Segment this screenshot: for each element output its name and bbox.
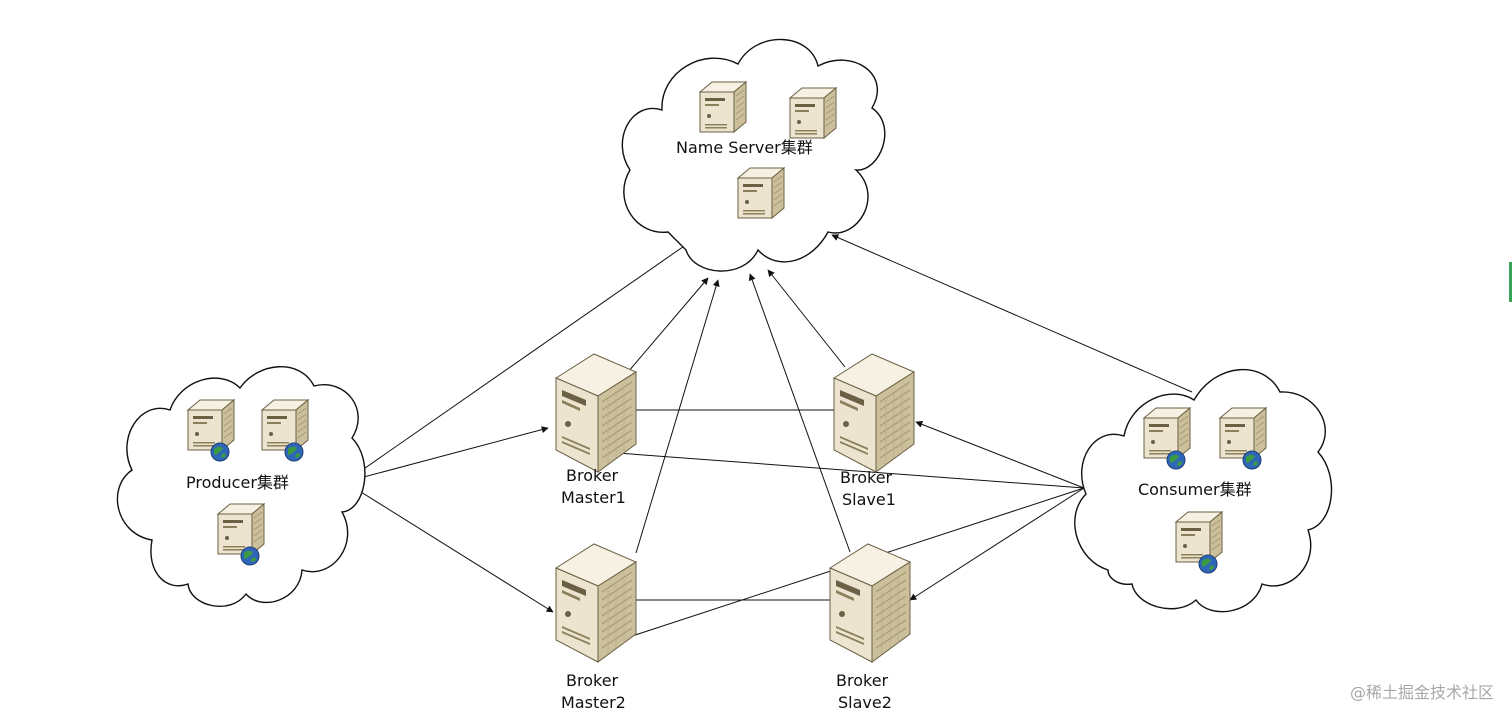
broker-slave1-server-icon bbox=[833, 353, 915, 473]
broker-master1-server-icon bbox=[555, 353, 637, 473]
consumer-label: Consumer集群 bbox=[1138, 480, 1252, 499]
broker-master2: Broker Master2 bbox=[555, 543, 637, 712]
consumer-cloud bbox=[1074, 369, 1333, 613]
broker-master2-label-line2: Master2 bbox=[561, 693, 626, 712]
broker-master1: Broker Master1 bbox=[555, 353, 637, 507]
edge-producer-master1 bbox=[344, 426, 549, 483]
producer-globe-icon-3 bbox=[240, 546, 260, 566]
producer-label: Producer集群 bbox=[186, 473, 289, 492]
broker-slave2: Broker Slave2 bbox=[829, 543, 911, 712]
edge-consumer-slave2 bbox=[909, 487, 1085, 601]
producer-cluster: Producer集群 bbox=[116, 366, 366, 608]
nameserver-cluster: Name Server集群 bbox=[621, 38, 886, 272]
edges-layer bbox=[344, 234, 1193, 642]
producer-server-icon-2 bbox=[261, 399, 309, 451]
edge-master2-nameserver bbox=[635, 279, 720, 554]
producer-server-icon-1 bbox=[187, 399, 235, 451]
consumer-globe-icon-3 bbox=[1198, 554, 1218, 574]
broker-slave2-label-line2: Slave2 bbox=[838, 693, 892, 712]
consumer-cluster: Consumer集群 bbox=[1074, 369, 1333, 613]
broker-slave2-server-icon bbox=[829, 543, 911, 663]
broker-master1-label-line1: Broker bbox=[566, 466, 619, 485]
nameserver-server-icon-2 bbox=[789, 87, 837, 139]
edge-slave2-nameserver bbox=[748, 273, 851, 553]
broker-slave1-label-line1: Broker bbox=[840, 468, 893, 487]
broker-slave2-label-line1: Broker bbox=[836, 671, 889, 690]
broker-master1-label-line2: Master1 bbox=[561, 488, 626, 507]
edge-consumer-slave1 bbox=[915, 421, 1085, 489]
broker-slave1-label-line2: Slave1 bbox=[842, 490, 896, 509]
broker-master2-server-icon bbox=[555, 543, 637, 663]
producer-globe-icon-1 bbox=[210, 442, 230, 462]
scroll-indicator[interactable] bbox=[1509, 262, 1512, 302]
edge-producer-master2 bbox=[344, 481, 554, 613]
watermark: @稀土掘金技术社区 bbox=[1349, 683, 1494, 702]
consumer-server-icon-3 bbox=[1175, 511, 1223, 563]
edge-master1-nameserver bbox=[627, 277, 709, 373]
edge-slave1-nameserver bbox=[767, 269, 846, 368]
broker-master2-label-line1: Broker bbox=[566, 671, 619, 690]
edge-producer-nameserver bbox=[344, 234, 701, 483]
producer-globe-icon-2 bbox=[284, 442, 304, 462]
broker-slave1: Broker Slave1 bbox=[833, 353, 915, 509]
nameserver-label: Name Server集群 bbox=[676, 138, 813, 157]
consumer-server-icon-1 bbox=[1143, 407, 1191, 459]
producer-server-icon-3 bbox=[217, 503, 265, 555]
consumer-globe-icon-2 bbox=[1242, 450, 1262, 470]
edge-consumer-nameserver bbox=[831, 234, 1193, 393]
nameserver-server-icon-3 bbox=[737, 167, 785, 219]
consumer-server-icon-2 bbox=[1219, 407, 1267, 459]
edge-consumer-master1 bbox=[603, 448, 1085, 489]
consumer-globe-icon-1 bbox=[1166, 450, 1186, 470]
nameserver-server-icon-1 bbox=[699, 81, 747, 133]
